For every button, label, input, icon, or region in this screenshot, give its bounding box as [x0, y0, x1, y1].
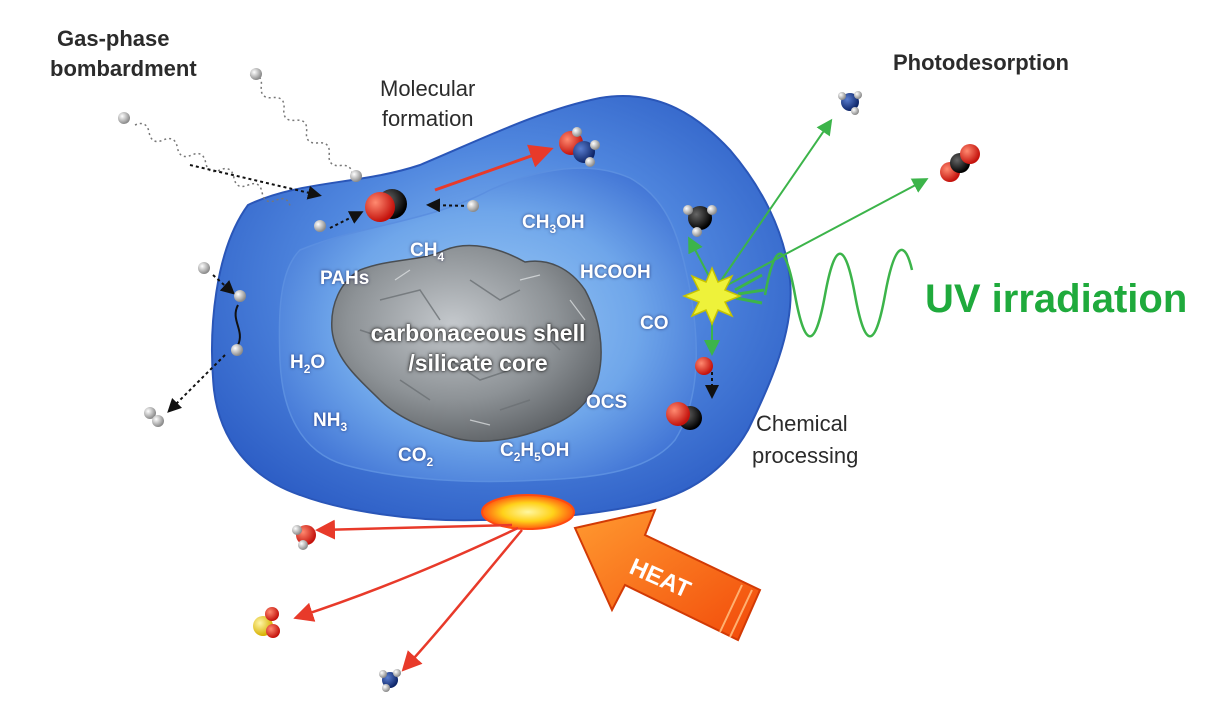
co-molecule-processed [666, 402, 702, 430]
gas-phase-label: Gas-phase bombardment [50, 24, 197, 84]
label-ch4: CH4 [410, 240, 445, 264]
nh3-desorbed [838, 91, 862, 115]
uv-impact-burst [681, 266, 743, 326]
photodesorption-label: Photodesorption [893, 50, 1069, 75]
co2-desorbed [940, 144, 980, 182]
molecular-line1: Molecular [380, 76, 476, 101]
h2o-desorbed [292, 525, 316, 550]
chemical-line1: Chemical [756, 411, 848, 436]
h-atom-1 [250, 68, 262, 80]
uv-wave [763, 248, 914, 338]
core-line1: carbonaceous shell [370, 320, 586, 346]
molecular-line2: formation [381, 106, 474, 131]
chemical-line2: processing [752, 443, 859, 468]
co-molecule-surface [365, 189, 407, 222]
incoming-atom-path-2 [249, 74, 353, 177]
nh3-desorbed-heat [379, 669, 401, 692]
h-atom-5 [467, 200, 479, 212]
h-atom-6 [198, 262, 210, 274]
label-ch3oh: CH3OH [522, 212, 585, 236]
gas-phase-line2: bombardment [50, 56, 197, 81]
o-atom-surface [695, 357, 713, 375]
h2-molecule [144, 407, 164, 427]
h-atom-7 [234, 290, 246, 302]
heat-arrow [573, 508, 762, 642]
h-atom-3 [350, 170, 362, 182]
uv-irradiation-label: UV irradiation [925, 277, 1188, 321]
h-atom-8 [231, 344, 243, 356]
label-c2h5oh: C2H5OH [500, 440, 570, 464]
label-h2o: H2O [290, 352, 326, 376]
core-line2: /silicate core [408, 350, 548, 376]
incoming-atom-path-1 [134, 122, 292, 208]
molecular-formation-label: Molecular formation [380, 74, 475, 134]
label-co2: CO2 [398, 445, 434, 469]
h-atom-4 [314, 220, 326, 232]
heat-spot [481, 494, 575, 530]
h-atom-2 [118, 112, 130, 124]
label-pahs: PAHs [320, 268, 370, 289]
label-co: CO [640, 313, 669, 334]
chemical-processing-label: Chemical processing [752, 408, 858, 472]
label-hcooh: HCOOH [580, 262, 651, 283]
label-ocs: OCS [586, 392, 628, 413]
core-label: carbonaceous shell /silicate core [360, 318, 596, 378]
ch4-surface [683, 205, 717, 237]
gas-phase-line1: Gas-phase [57, 26, 170, 51]
label-nh3: NH3 [313, 410, 348, 434]
ch3oh-product [559, 127, 600, 167]
so2-desorbed [253, 607, 280, 638]
